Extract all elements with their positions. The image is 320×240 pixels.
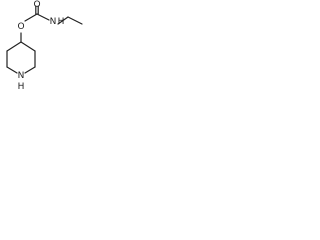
atom-labels: O O N H H N [17,0,64,92]
atom-hydrogen-amide: H [58,17,65,27]
bonds [6,5,83,74]
atom-oxygen-carbonyl: O [33,0,40,10]
atom-hydrogen-ring: H [18,82,25,92]
bond-namide-ch2 [57,16,69,25]
bond-ring-c2-n1 [24,66,36,74]
structure-diagram: O O N H H N [6,0,83,92]
atom-nitrogen-amide: N [50,17,57,27]
bond-ring-n1-c6 [6,66,18,74]
bond-oester-ccarbonyl [24,13,38,22]
bond-ring-c4-c3 [20,41,36,52]
bond-ccarbonyl-namide [36,13,50,21]
bond-ring-c5-c4 [6,41,22,52]
atom-nitrogen-ring: N [18,71,25,81]
atom-oxygen-ester: O [17,22,24,32]
bond-ch2-ch3 [67,16,83,25]
